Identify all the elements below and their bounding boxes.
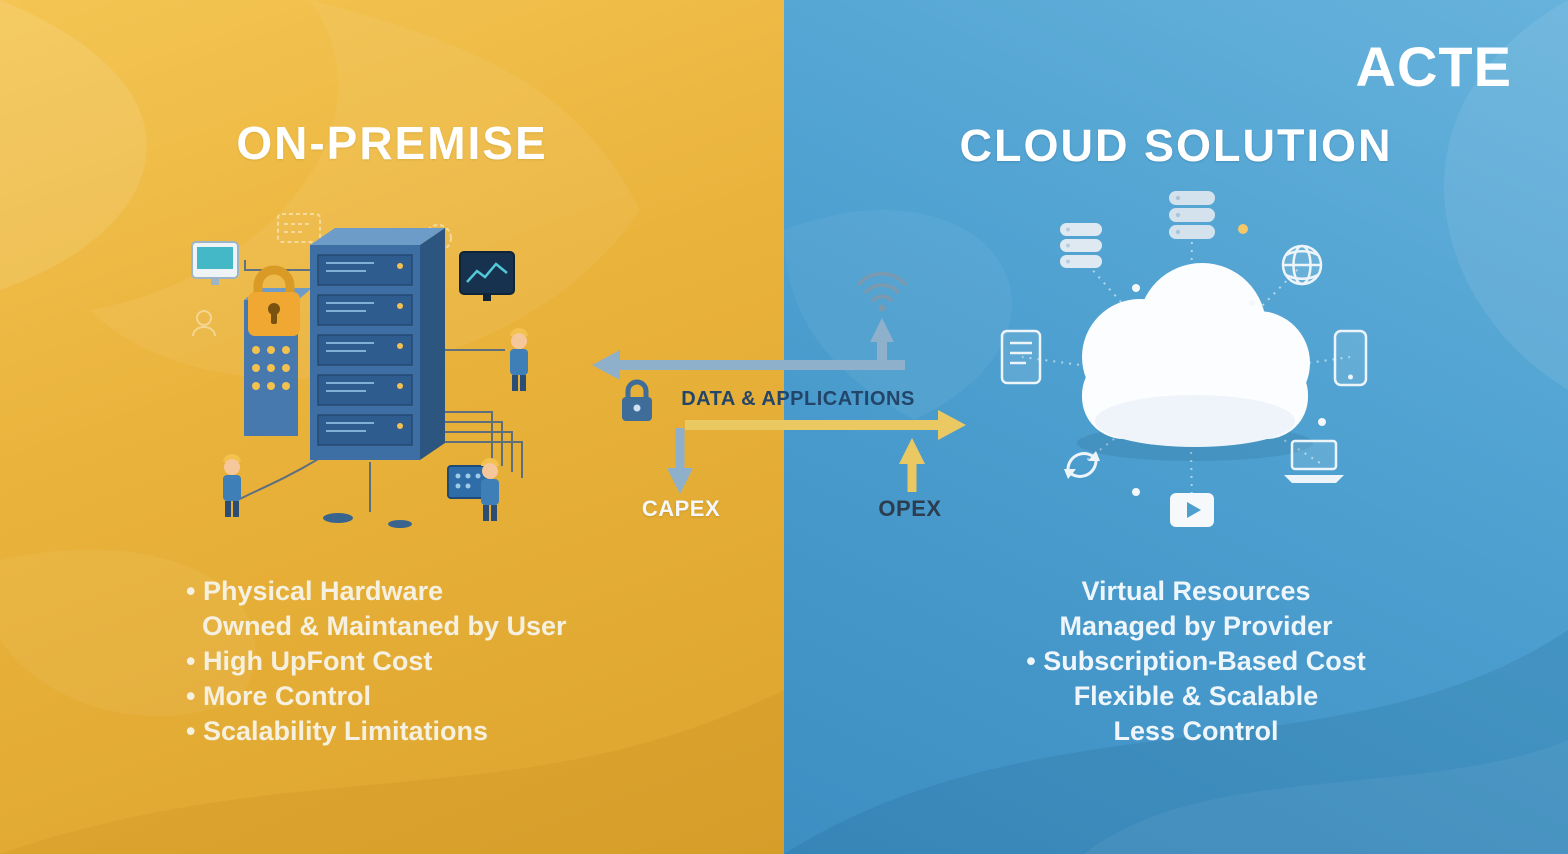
list-item-text: Owned & Maintaned by User — [202, 611, 567, 641]
monitor-icon — [447, 465, 491, 499]
list-item: More Control — [186, 679, 567, 714]
video-player-icon — [1170, 493, 1214, 527]
opex-flow-arrow — [685, 410, 966, 440]
disk-icon — [323, 513, 412, 528]
cloud-icon — [1077, 263, 1313, 461]
lock-icon — [622, 379, 652, 421]
list-item-text: More Control — [202, 681, 371, 711]
laptop-icon — [1284, 439, 1344, 483]
cloud-bullet-list: Virtual Resources Managed by Provider Su… — [941, 574, 1451, 749]
opex-arrow — [899, 438, 925, 492]
wifi-icon — [857, 272, 907, 312]
worker-icon — [510, 328, 528, 391]
server-rack-icon — [310, 228, 445, 460]
padlock-icon — [248, 265, 300, 336]
list-item: Subscription-Based Cost — [941, 644, 1451, 679]
sketch-user-icon — [192, 310, 216, 337]
list-item-text: Subscription-Based Cost — [1043, 646, 1366, 676]
list-item-text: Virtual Resources — [1081, 576, 1311, 606]
opex-label: OPEX — [878, 496, 942, 521]
sketch-panel-icon — [277, 213, 321, 243]
smartphone-icon — [1333, 329, 1368, 387]
acte-logo: ACTE — [1355, 35, 1512, 98]
data-arrow — [592, 318, 905, 380]
list-item: Owned & Maintaned by User — [186, 609, 567, 644]
node-dots — [1132, 224, 1326, 496]
globe-icon — [1281, 244, 1323, 286]
worker-icon — [481, 458, 499, 521]
list-item: Virtual Resources — [941, 574, 1451, 609]
data-applications-label: DATA & APPLICATIONS — [681, 388, 915, 410]
list-item-text: Flexible & Scalable — [1073, 681, 1319, 711]
exchange-arrows — [592, 272, 966, 494]
list-item-text: Physical Hardware — [202, 576, 444, 606]
right-background-waves — [784, 0, 1568, 854]
list-item-text: High UpFont Cost — [202, 646, 433, 676]
on-premise-title: ON-PREMISE — [236, 117, 548, 169]
list-item: Scalability Limitations — [186, 714, 567, 749]
list-item: Physical Hardware — [186, 574, 567, 609]
list-item: Less Control — [941, 714, 1451, 749]
database-icon — [1169, 191, 1215, 239]
cloud-title: CLOUD SOLUTION — [959, 120, 1393, 171]
database-icon — [1060, 223, 1102, 268]
worker-icon — [223, 454, 241, 517]
monitor-icon — [191, 241, 239, 285]
monitor-icon — [459, 251, 515, 301]
capex-label: CAPEX — [641, 496, 721, 521]
on-premise-bullet-list: Physical Hardware Owned & Maintaned by U… — [186, 574, 567, 749]
tablet-icon — [1000, 329, 1042, 385]
capex-arrow — [667, 428, 693, 494]
list-item: Managed by Provider — [941, 609, 1451, 644]
cloud-illustration — [1000, 191, 1368, 527]
list-item-text: Managed by Provider — [1059, 611, 1333, 641]
server-room-illustration — [191, 213, 528, 528]
list-item: Flexible & Scalable — [941, 679, 1451, 714]
sync-icon — [1064, 451, 1100, 479]
list-item: High UpFont Cost — [186, 644, 567, 679]
list-item-text: Scalability Limitations — [202, 716, 489, 746]
list-item-text: Less Control — [1113, 716, 1279, 746]
